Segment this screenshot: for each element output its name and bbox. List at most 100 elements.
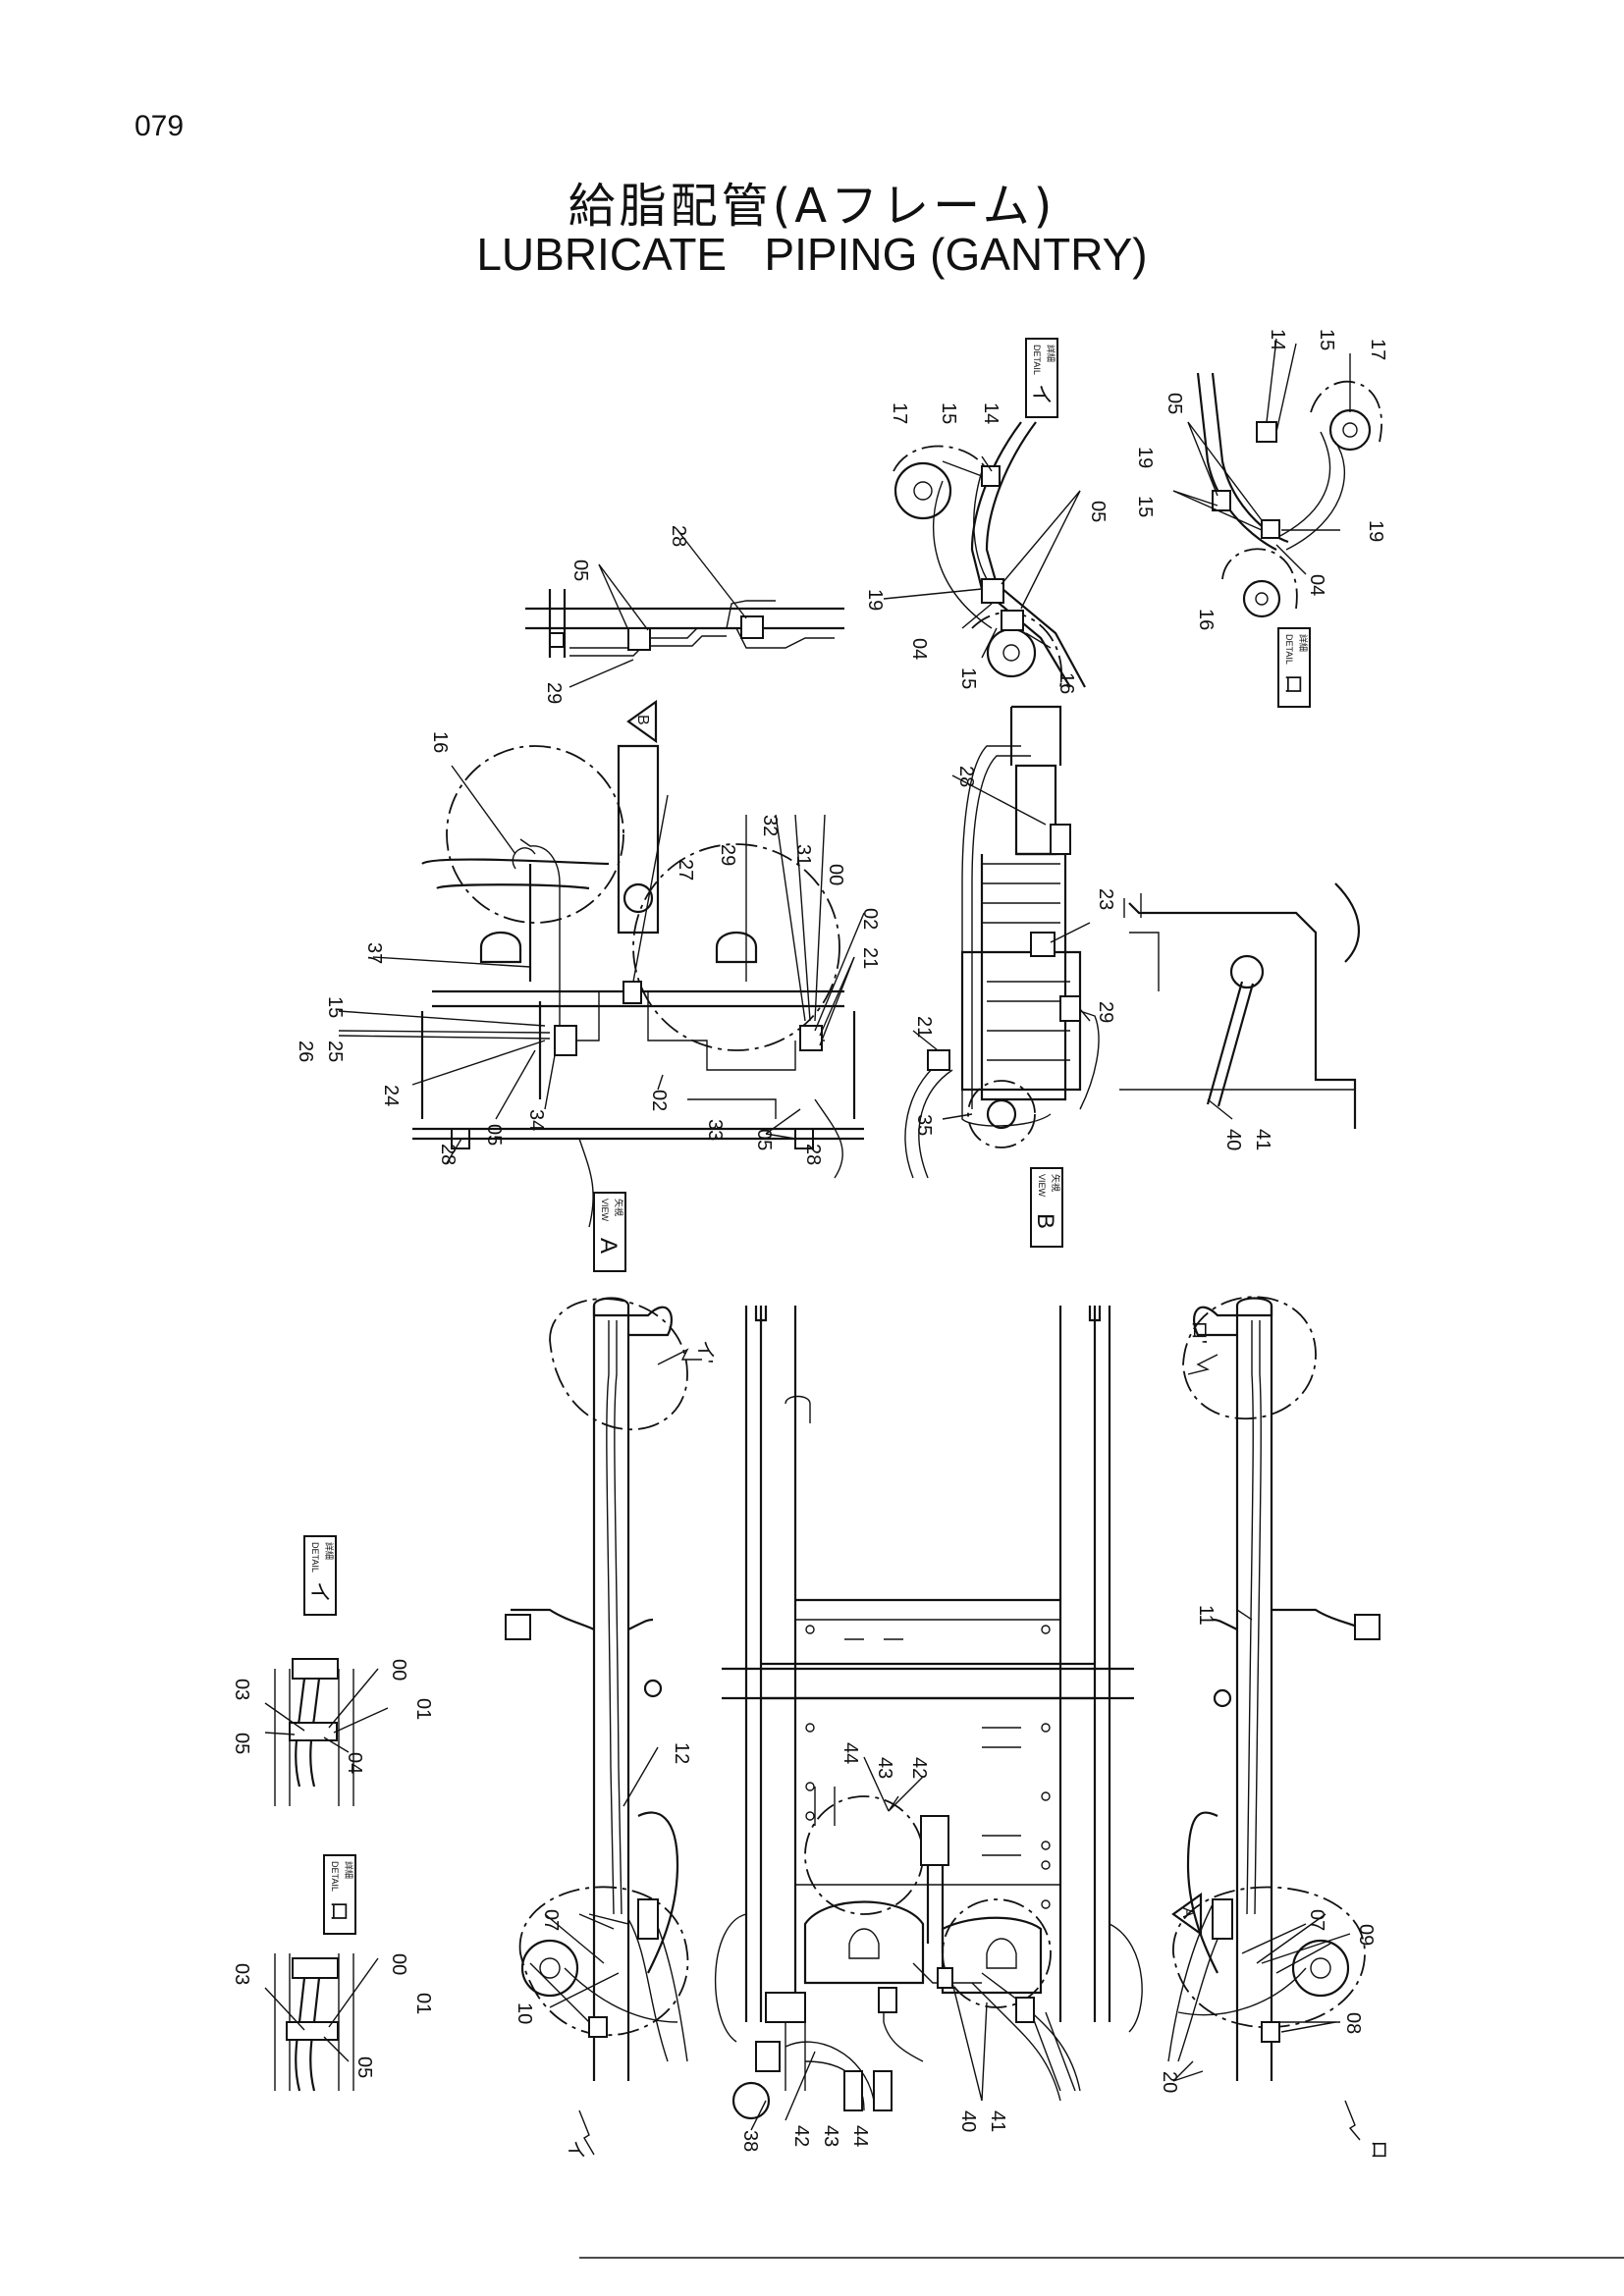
callout-number: 29 [1095,1001,1116,1023]
top-left-piping-detail [525,529,844,688]
callout-number: 29 [543,682,565,704]
callout-number: 00 [825,864,846,885]
callout-number: 09 [1355,1924,1377,1946]
callout-number: 05 [353,2056,375,2078]
arrow-marker-letter: A [1179,1907,1196,1918]
callout-number: 04 [344,1752,365,1774]
view-a-label: 矢視 VIEW A [593,1192,626,1272]
detail-ro-left-label: 詳細 DETAIL ロ [323,1854,356,1935]
callout-number: 07 [540,1909,562,1931]
callout-number: 42 [908,1757,930,1779]
callout-number: 16 [1195,609,1217,630]
view-a-drawing [338,744,865,1228]
arrow-marker-b: B [626,699,658,744]
callout-number: 17 [1367,339,1388,360]
view-b-side-frame [1119,882,1361,1129]
direction-arrow [578,2109,595,2156]
page-number: 079 [135,110,185,142]
callout-number: 25 [324,1041,346,1062]
label-letter: B [1032,1213,1058,1229]
callout-number: 11 [1195,1605,1217,1626]
callout-number: 15 [1316,329,1337,350]
detail-ro-top-label: 詳細 DETAIL ロ [1277,627,1311,708]
callout-number: 40 [1222,1129,1244,1150]
title-english: LUBRICATE PIPING (GANTRY) [476,229,1148,280]
callout-number: 28 [955,766,977,787]
callout-number: 01 [412,1993,434,2014]
label-letter: ロ [1281,673,1306,695]
callout-number: 05 [569,560,591,581]
callout-number: 00 [388,1953,409,1975]
callout-number: 26 [295,1041,316,1062]
callout-number: 24 [380,1085,402,1106]
callout-number: 14 [980,402,1001,424]
callout-number: 05 [483,1124,505,1146]
callout-number: 42 [790,2125,812,2147]
callout-number: 07 [1306,1909,1327,1931]
direction-arrow [1187,1354,1218,1375]
label-letter: イ [1029,384,1054,405]
main-gantry-plan [505,1296,1380,2131]
detail-i-left-label: 詳細 DETAIL イ [303,1535,337,1616]
direction-mark: イ' [694,1340,716,1363]
callout-number: 16 [1056,672,1077,694]
label-letter: ロ [327,1900,352,1922]
callout-number: 12 [671,1742,692,1764]
label-small: DETAIL [330,1861,340,1892]
callout-number: 23 [1095,888,1116,910]
callout-number: 40 [957,2110,979,2132]
callout-number: 41 [1252,1129,1273,1150]
label-kanji: 詳細 [344,1861,354,1879]
callout-number: 28 [668,525,689,547]
label-small: DETAIL [1032,345,1042,375]
detail-i-top-label: 詳細 DETAIL イ [1025,338,1058,418]
label-letter: A [595,1238,622,1254]
label-letter: イ [307,1581,332,1603]
callout-number: 34 [525,1109,547,1131]
callout-number: 05 [1164,393,1185,414]
label-small: DETAIL [310,1542,320,1573]
label-kanji: 詳細 [1046,345,1056,362]
detail-ro-top-drawing [1172,338,1382,618]
callout-number: 05 [753,1129,775,1150]
view-b-drawing [904,705,1100,1179]
label-kanji: 詳細 [324,1542,335,1560]
label-kanji: 詳細 [1298,634,1309,652]
title-japanese: 給脂配管(Aフレーム) [568,179,1056,234]
detail-ro-left-drawing [264,1953,379,2092]
callout-number: 02 [859,908,881,930]
callout-number: 44 [849,2125,871,2147]
callout-number: 02 [648,1090,670,1111]
label-small: VIEW [1037,1174,1047,1198]
callout-number: 32 [759,815,781,836]
callout-number: 19 [1365,520,1386,542]
callout-number: 27 [675,859,696,881]
callout-number: 04 [908,638,930,660]
callout-number: 05 [231,1733,252,1754]
callout-number: 19 [1134,447,1156,468]
callout-number: 03 [231,1679,252,1700]
label-small: VIEW [600,1199,610,1222]
callout-number: 01 [412,1698,434,1720]
callout-number: 00 [388,1659,409,1681]
detail-i-left-drawing [264,1658,389,1806]
callout-number: 38 [739,2130,761,2152]
callout-number: 29 [717,844,738,866]
callout-number: 17 [889,402,910,424]
arrow-marker-a: A [1171,1892,1203,1937]
callout-number: 15 [957,667,979,689]
callout-number: 20 [1159,2071,1180,2093]
view-b-label: 矢視 VIEW B [1030,1167,1063,1248]
callout-number: 10 [514,2002,535,2024]
direction-mark: イ [565,2140,586,2160]
direction-mark: ロ' [1188,1320,1210,1344]
callout-number: 15 [1134,496,1156,517]
callout-number: 19 [864,589,886,611]
callout-number: 14 [1267,329,1288,350]
callout-number: 04 [1306,574,1327,596]
detail-i-top-drawing [883,421,1086,688]
callout-number: 08 [1342,2012,1364,2034]
callout-number: 28 [802,1144,824,1165]
callout-number: 43 [874,1757,895,1779]
